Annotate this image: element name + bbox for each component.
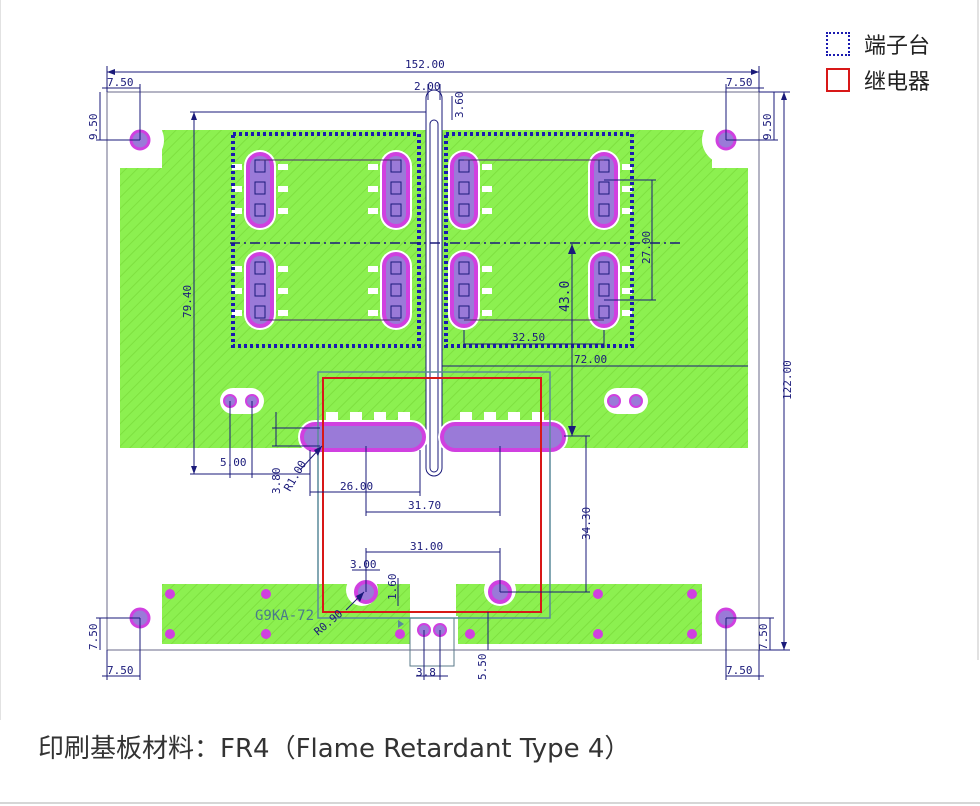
dim-corner-x-right: 7.50 (726, 76, 753, 89)
legend-label-terminal: 端子台 (864, 34, 931, 59)
dim-pin-pitch: 3.8 (416, 666, 436, 679)
dim-corner-bottom-right-x: 7.50 (726, 664, 753, 677)
dim-slot-small: 3.80 (270, 468, 283, 495)
dim-corner-y-right: 9.50 (761, 114, 774, 141)
bottom-holes (165, 589, 697, 639)
legend-item-relay: 继电器 (826, 66, 931, 95)
dim-pad-span: 26.00 (340, 480, 373, 493)
dim-relay-small: 3.00 (350, 558, 377, 571)
pcb-drawing: G9KA-72 (0, 0, 979, 720)
dim-total-width: 152.00 (405, 58, 445, 71)
terminal-pads-right (448, 150, 620, 330)
dim-corner-bottom-right-y: 7.50 (757, 624, 770, 651)
relay-housing-outline (317, 371, 551, 619)
material-caption: 印刷基板材料：FR4（Flame Retardant Type 4） (38, 734, 631, 764)
dimension-lines (96, 66, 790, 680)
pad-pin-markers (254, 159, 610, 319)
center-slot (425, 89, 443, 477)
legend: 端子台 继电器 (826, 30, 930, 102)
dim-terminal-width: 32.50 (512, 331, 545, 344)
dim-slot-width: 2.00 (414, 80, 441, 93)
dim-pad-offset: 31.70 (408, 499, 441, 512)
dim-corner-x-left: 7.50 (107, 76, 134, 89)
terminal-outline-left (231, 132, 421, 348)
legend-swatch-relay (826, 68, 850, 92)
part-label: G9KA-72 (255, 608, 314, 624)
terminal-pads-left (244, 150, 412, 330)
terminal-outline-right (444, 132, 634, 348)
dim-terminal-span: 43.0 (558, 281, 573, 312)
dim-relay-depth: 34.30 (580, 507, 593, 540)
dim-corner-bottom-left-y: 7.50 (87, 624, 100, 651)
dim-relay-hole: 1.60 (386, 574, 399, 601)
legend-item-terminal: 端子台 (826, 30, 931, 59)
small-holes (220, 388, 648, 414)
dim-hole-pitch: 5.00 (220, 456, 247, 469)
relay-outline (322, 377, 542, 613)
dim-corner-bottom-left-x: 7.50 (107, 664, 134, 677)
legend-label-relay: 继电器 (864, 70, 931, 95)
legend-swatch-terminal (826, 32, 850, 56)
dim-corner-y-left: 9.50 (87, 114, 100, 141)
bottom-divider (0, 802, 980, 804)
dim-left-height: 79.40 (181, 285, 194, 318)
dim-right-width: 72.00 (574, 353, 607, 366)
pad-clearance-marks (232, 164, 632, 316)
dim-relay-pitch: 31.00 (410, 540, 443, 553)
relay-contact-pads (298, 420, 568, 454)
dim-terminal-pitch: 27.00 (640, 231, 653, 264)
dim-radius-large: R1.00 (281, 458, 309, 493)
dim-slot-offset: 3.60 (453, 92, 466, 119)
dim-pin-depth: 5.50 (476, 654, 489, 681)
dim-board-height: 122.00 (781, 360, 794, 400)
